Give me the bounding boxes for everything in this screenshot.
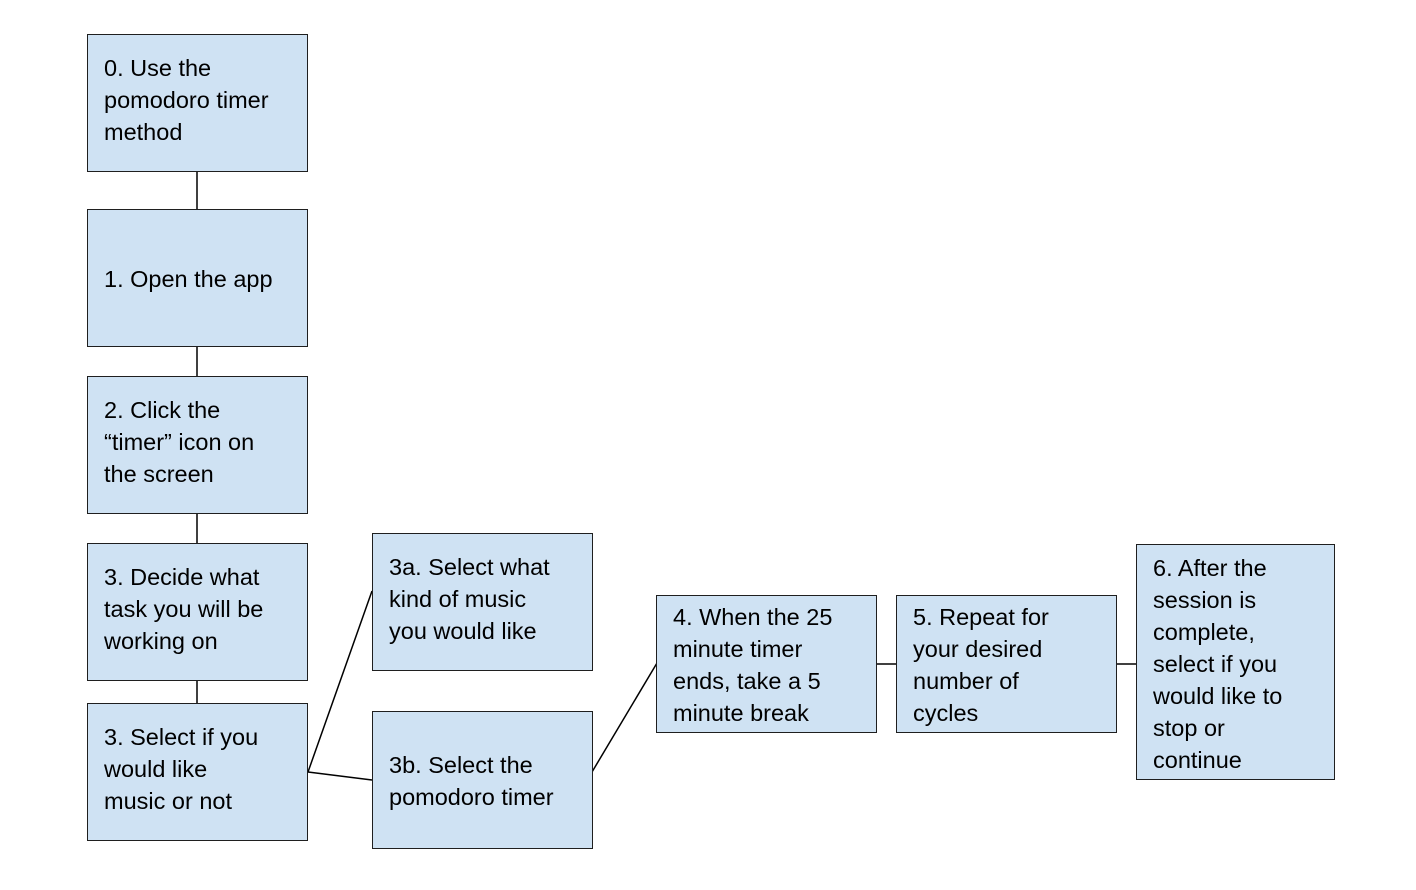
step-1-label: 1. Open the app xyxy=(104,266,273,292)
step-3-box: 3. Decide what task you will be working … xyxy=(87,543,308,681)
connector-3-select-to-3a xyxy=(307,590,373,773)
step-2-label: 2. Click the “timer” icon on the screen xyxy=(104,397,255,487)
step-3b-box: 3b. Select the pomodoro timer xyxy=(372,711,593,849)
step-5-box: 5. Repeat for your desired number of cyc… xyxy=(896,595,1117,733)
connector-3-select-to-3b xyxy=(307,771,373,781)
step-4-box: 4. When the 25 minute timer ends, take a… xyxy=(656,595,877,733)
step-4-label: 4. When the 25 minute timer ends, take a… xyxy=(673,604,833,726)
step-3-label: 3. Decide what task you will be working … xyxy=(104,564,264,654)
step-3-select-label: 3. Select if you would like music or not xyxy=(104,724,259,814)
step-5-label: 5. Repeat for your desired number of cyc… xyxy=(913,604,1049,726)
step-1-box: 1. Open the app xyxy=(87,209,308,347)
step-3b-label: 3b. Select the pomodoro timer xyxy=(389,752,554,810)
step-0-label: 0. Use the pomodoro timer method xyxy=(104,55,269,145)
step-6-box: 6. After the session is complete, select… xyxy=(1136,544,1335,780)
connector-3b-to-4 xyxy=(591,662,658,773)
step-3a-label: 3a. Select what kind of music you would … xyxy=(389,554,550,644)
step-2-box: 2. Click the “timer” icon on the screen xyxy=(87,376,308,514)
step-3-select-box: 3. Select if you would like music or not xyxy=(87,703,308,841)
step-6-label: 6. After the session is complete, select… xyxy=(1153,555,1283,773)
step-0-box: 0. Use the pomodoro timer method xyxy=(87,34,308,172)
step-3a-box: 3a. Select what kind of music you would … xyxy=(372,533,593,671)
